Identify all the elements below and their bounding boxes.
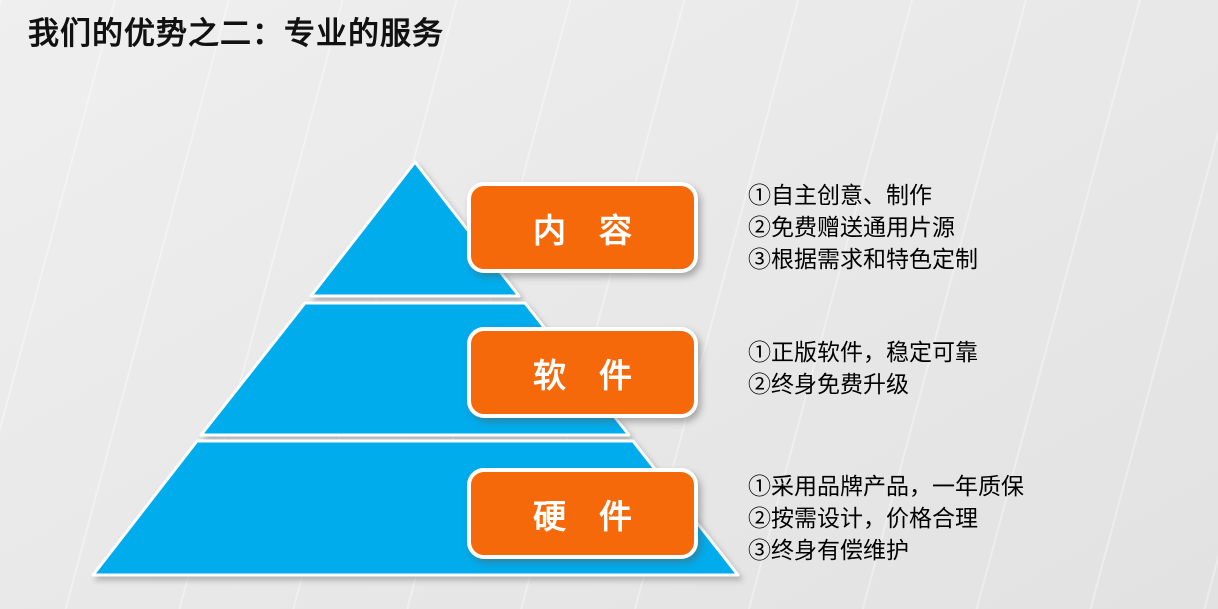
bullet-line: ②终身免费升级 xyxy=(748,371,909,397)
bullet-list-software: ①正版软件，稳定可靠 ②终身免费升级 xyxy=(748,336,978,400)
bullet-list-hardware: ①采用品牌产品，一年质保 ②按需设计，价格合理 ③终身有偿维护 xyxy=(748,470,1024,566)
bullet-line: ①自主创意、制作 xyxy=(748,182,932,208)
slide-title: 我们的优势之二：专业的服务 xyxy=(28,16,444,51)
tier-label-text-content: 内 容 xyxy=(533,211,632,249)
bullet-list-content: ①自主创意、制作 ②免费赠送通用片源 ③根据需求和特色定制 xyxy=(748,179,978,275)
bullet-line: ③终身有偿维护 xyxy=(748,537,909,563)
tier-label-box-content: 内 容 xyxy=(467,182,698,273)
tier-label-text-software: 软 件 xyxy=(533,356,632,394)
tier-label-text-hardware: 硬 件 xyxy=(533,497,632,535)
bullet-line: ②免费赠送通用片源 xyxy=(748,214,955,240)
bullet-line: ①正版软件，稳定可靠 xyxy=(748,339,978,365)
bullet-line: ①采用品牌产品，一年质保 xyxy=(748,473,1024,499)
tier-label-box-hardware: 硬 件 xyxy=(467,468,698,559)
tier-label-box-software: 软 件 xyxy=(467,327,698,418)
bullet-line: ③根据需求和特色定制 xyxy=(748,246,978,272)
bullet-line: ②按需设计，价格合理 xyxy=(748,505,978,531)
